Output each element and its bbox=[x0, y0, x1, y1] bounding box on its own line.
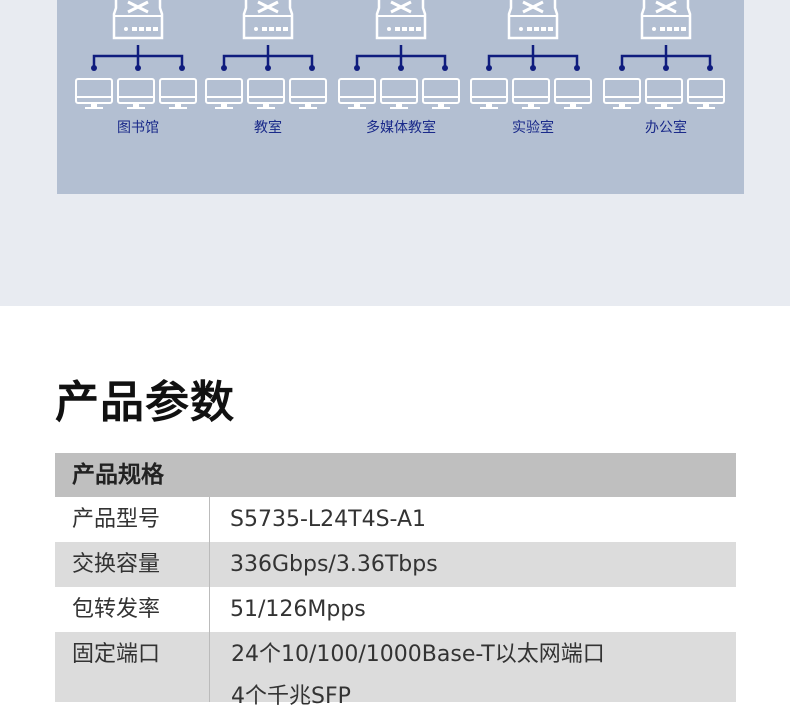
group-label: 图书馆 bbox=[117, 120, 159, 136]
monitor-icon bbox=[247, 78, 285, 109]
row-key: 包转发率 bbox=[55, 587, 210, 632]
row-value-line2: 4个千兆SFP bbox=[231, 684, 351, 709]
switch-icon bbox=[112, 0, 164, 40]
connection-lines bbox=[92, 45, 184, 68]
monitor-icon bbox=[422, 78, 460, 109]
network-group: 教室 bbox=[203, 0, 333, 140]
monitor-icon bbox=[338, 78, 376, 109]
row-value: 24个10/100/1000Base-T以太网端口 bbox=[231, 642, 605, 667]
table-row: 交换容量 336Gbps/3.36Tbps bbox=[55, 542, 736, 587]
switch-icon bbox=[640, 0, 692, 40]
monitor-icon bbox=[554, 78, 592, 109]
topology-diagram: 图书馆 教室 多媒体教室 实验室 办公室 bbox=[57, 0, 744, 194]
network-group: 多媒体教室 bbox=[336, 0, 466, 140]
network-group: 实验室 bbox=[468, 0, 598, 140]
row-key: 交换容量 bbox=[55, 542, 210, 587]
connection-lines bbox=[355, 45, 447, 68]
monitor-icon bbox=[75, 78, 113, 109]
spec-table: 产品规格 产品型号 S5735-L24T4S-A1 交换容量 336Gbps/3.3… bbox=[55, 453, 736, 709]
topology-section: 图书馆 教室 多媒体教室 实验室 办公室 bbox=[0, 0, 790, 306]
switch-icon bbox=[242, 0, 294, 40]
connection-lines bbox=[487, 45, 579, 68]
monitor-icon bbox=[205, 78, 243, 109]
table-row: 包转发率 51/126Mpps bbox=[55, 587, 736, 632]
group-label: 办公室 bbox=[645, 120, 687, 136]
monitor-icon bbox=[380, 78, 418, 109]
monitor-icon bbox=[470, 78, 508, 109]
monitor-icon bbox=[289, 78, 327, 109]
group-label: 教室 bbox=[254, 120, 282, 136]
row-value: S5735-L24T4S-A1 bbox=[230, 507, 427, 532]
monitor-icon bbox=[603, 78, 641, 109]
table-row: 产品型号 S5735-L24T4S-A1 bbox=[55, 497, 736, 542]
switch-icon bbox=[507, 0, 559, 40]
row-value: 51/126Mpps bbox=[230, 597, 366, 622]
table-row: 固定端口 24个10/100/1000Base-T以太网端口 4个千兆SFP bbox=[55, 632, 736, 709]
monitor-icon bbox=[645, 78, 683, 109]
row-key: 固定端口 bbox=[55, 632, 210, 702]
group-label: 实验室 bbox=[512, 120, 554, 136]
connection-lines bbox=[222, 45, 314, 68]
row-key: 产品型号 bbox=[55, 497, 210, 542]
monitor-icon bbox=[117, 78, 155, 109]
switch-icon bbox=[375, 0, 427, 40]
monitor-icon bbox=[159, 78, 197, 109]
section-title: 产品参数 bbox=[55, 377, 235, 428]
monitor-icon bbox=[512, 78, 550, 109]
connection-lines bbox=[620, 45, 712, 68]
row-value: 336Gbps/3.36Tbps bbox=[230, 552, 438, 577]
network-group: 图书馆 bbox=[73, 0, 203, 140]
network-group: 办公室 bbox=[601, 0, 731, 140]
group-label: 多媒体教室 bbox=[366, 120, 436, 136]
monitor-icon bbox=[687, 78, 725, 109]
table-header: 产品规格 bbox=[55, 453, 736, 497]
